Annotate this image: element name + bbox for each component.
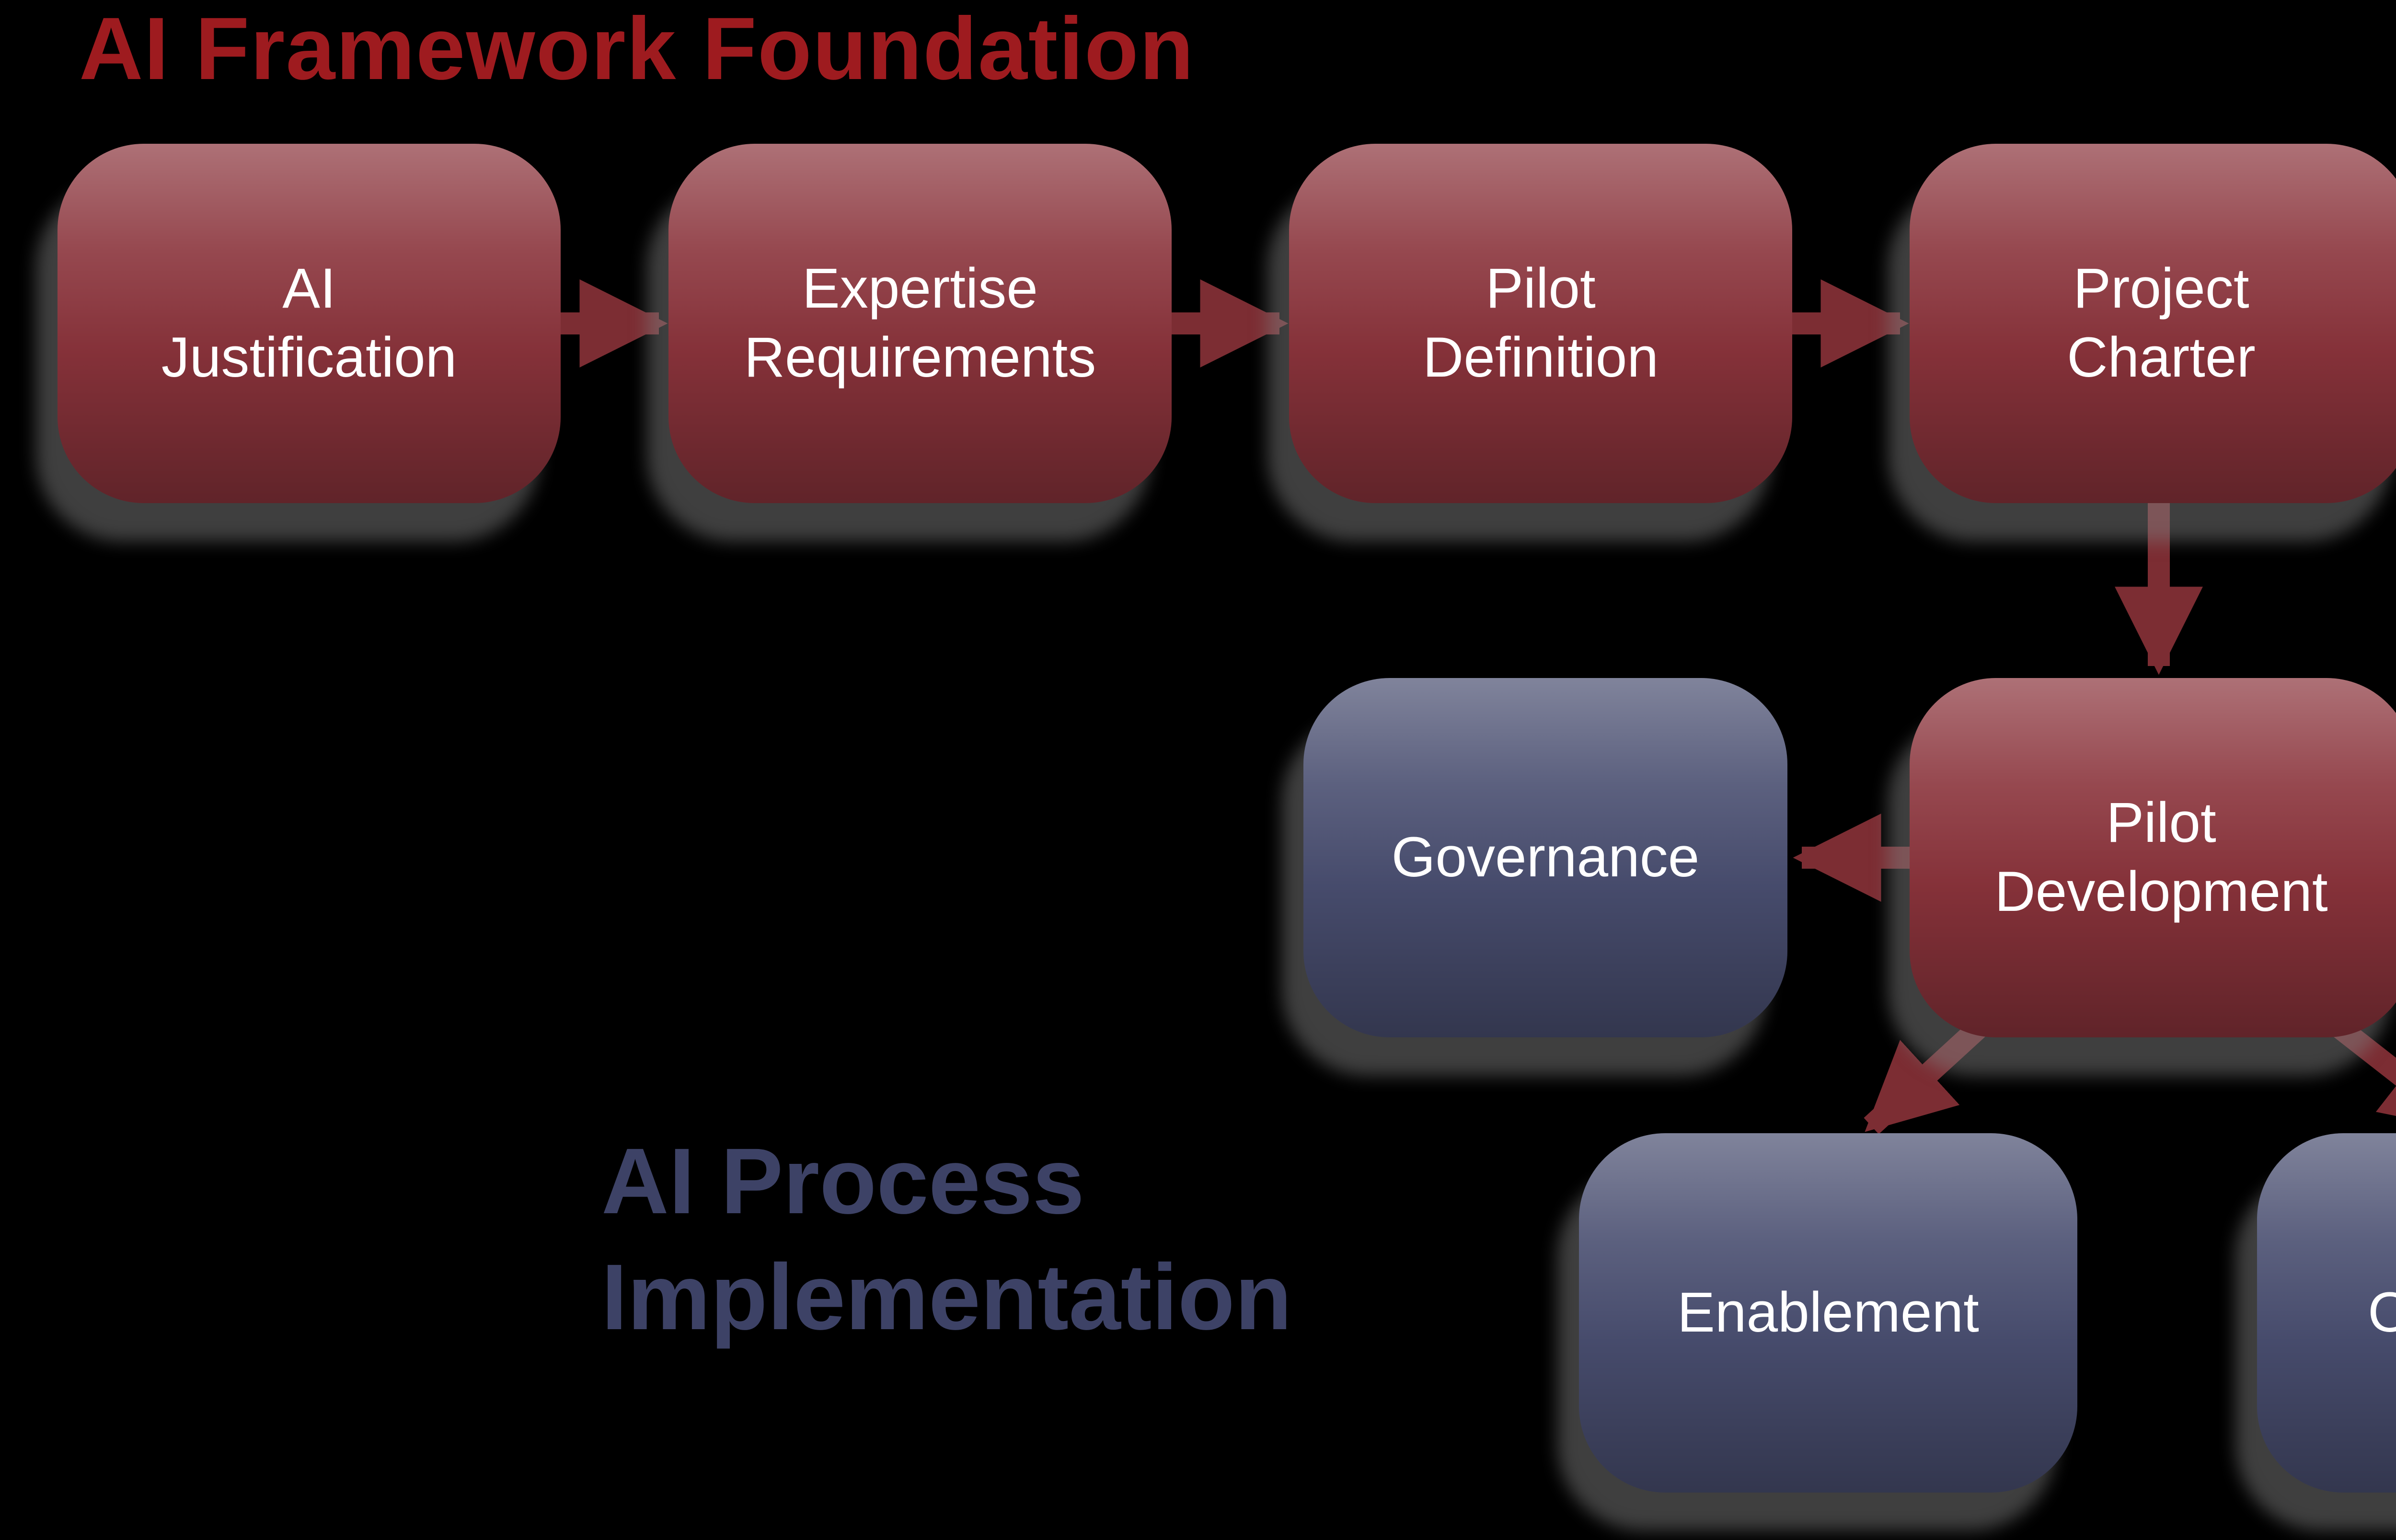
node-ai-justification: AI Justification [58, 144, 561, 503]
node-pilot-development: Pilot Development [1910, 678, 2396, 1037]
node-enablement: Enablement [1579, 1133, 2077, 1493]
node-label: Requirements [744, 326, 1096, 389]
implementation-title-line-2: Implementation [601, 1244, 1292, 1349]
node-label: Pilot [1486, 257, 1596, 321]
node-expertise-requirements: Expertise Requirements [668, 144, 1172, 503]
arrow-pilot-development-to-operations [2327, 1014, 2396, 1132]
implementation-title-line-1: AI Process [601, 1129, 1085, 1233]
foundation-section-title: AI Framework Foundation [79, 0, 1195, 98]
node-pilot-definition: Pilot Definition [1289, 144, 1792, 503]
node-project-charter: Project Charter [1910, 144, 2396, 503]
arrow-pilot-development-to-enablement [1864, 1015, 1992, 1134]
node-label: Governance [1391, 826, 1700, 889]
node-label: Charter [2067, 326, 2256, 389]
node-label: Enablement [1677, 1281, 1979, 1345]
node-label: Project [2073, 257, 2249, 321]
node-label: Pilot [2106, 791, 2216, 855]
node-label: Definition [1423, 326, 1659, 389]
node-operations: Operations [2257, 1133, 2396, 1493]
node-label: AI [282, 257, 336, 321]
node-label: Expertise [802, 257, 1038, 321]
node-label: Justification [161, 326, 457, 389]
node-governance: Governance [1303, 678, 1787, 1037]
node-label: Development [1994, 860, 2328, 923]
node-label: Operations [2368, 1281, 2396, 1345]
